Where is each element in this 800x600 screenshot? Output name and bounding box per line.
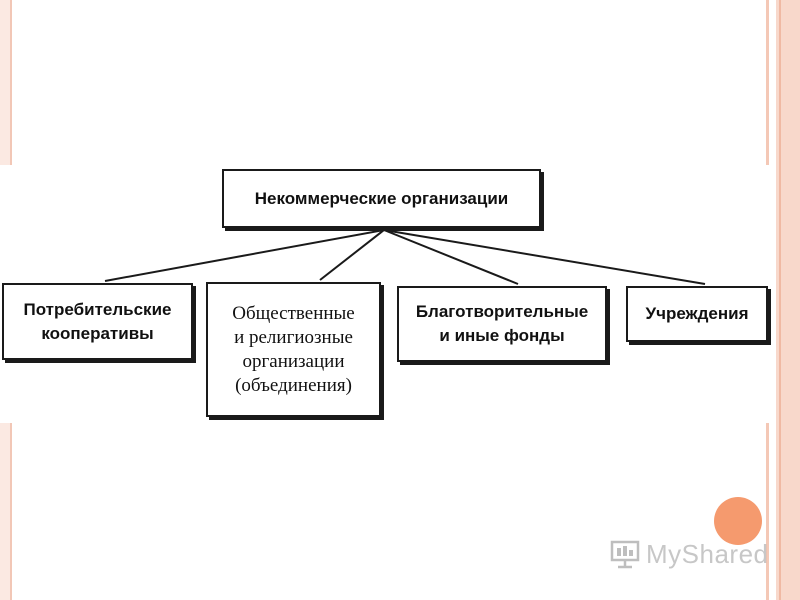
connector-line xyxy=(383,229,519,285)
root-node: Некоммерческие организации xyxy=(222,169,541,228)
child-node-label: Потребительские кооперативы xyxy=(23,299,172,343)
child-node-label: Учреждения xyxy=(645,304,749,323)
orange-accent-dot xyxy=(714,497,762,545)
connector-line xyxy=(104,229,385,282)
child-node-charitable-funds: Благотворительные и иные фонды xyxy=(397,286,607,362)
child-node-label: Общественные и религиозные организации (… xyxy=(232,302,355,396)
watermark-brand-text: MyShared xyxy=(646,538,769,569)
root-node-label: Некоммерческие организации xyxy=(254,188,509,208)
presentation-board-icon xyxy=(610,540,640,569)
child-node-label: Благотворительные и иные фонды xyxy=(415,302,589,345)
child-node-consumer-cooperatives: Потребительские кооперативы xyxy=(2,283,193,360)
right-edge-line-outer xyxy=(779,0,781,600)
connector-line xyxy=(319,229,385,281)
connector-line xyxy=(383,229,706,285)
child-node-institutions: Учреждения xyxy=(626,286,768,342)
myshared-watermark: MyShared xyxy=(608,536,769,572)
child-node-public-religious-organizations: Общественные и религиозные организации (… xyxy=(206,282,381,417)
